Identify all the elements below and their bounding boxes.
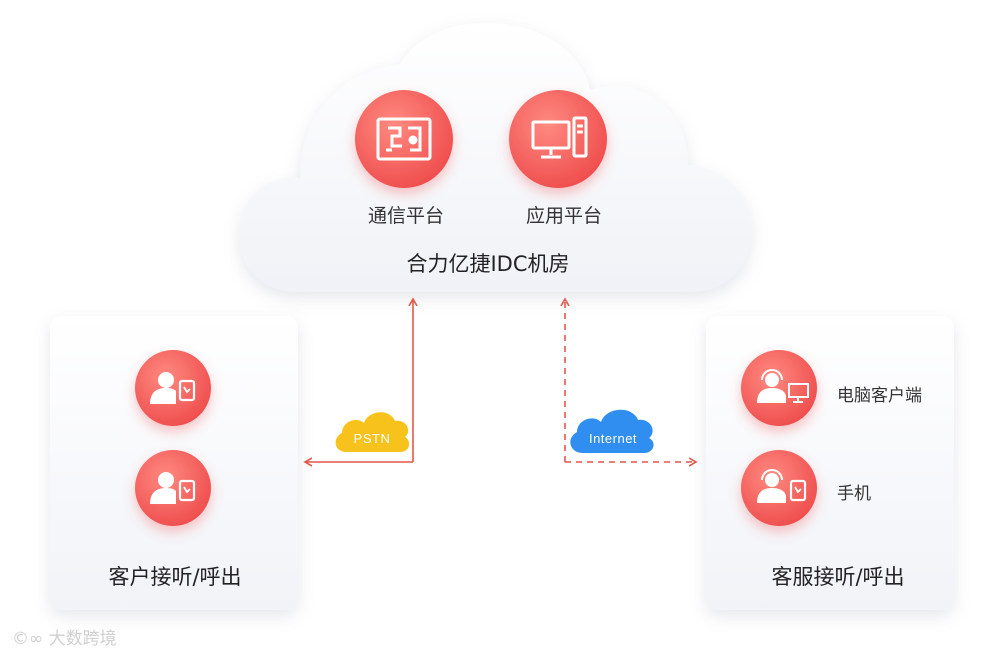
- customer-panel-title: 客户接听/呼出: [108, 565, 242, 589]
- application-platform-node: [509, 90, 607, 188]
- idc-cloud-title: 合力亿捷IDC机房: [406, 252, 570, 276]
- computer-client-label: 电脑客户端: [837, 386, 922, 406]
- watermark-text: 大数跨境: [48, 629, 117, 649]
- internet-connector: [565, 300, 695, 462]
- circuit-board-icon: [376, 117, 432, 161]
- internet-cloud: [570, 409, 654, 453]
- pstn-cloud: [335, 412, 410, 452]
- communication-platform-label: 通信平台: [367, 205, 445, 227]
- internet-label: Internet: [588, 431, 638, 446]
- pstn-label: PSTN: [353, 431, 391, 446]
- idc-cloud: [239, 22, 752, 293]
- agent-computer-node: [741, 350, 817, 426]
- agent-panel-title: 客服接听/呼出: [771, 565, 905, 589]
- desktop-computer-icon: [531, 116, 588, 159]
- watermark-logo-icon: ©∞: [12, 629, 44, 649]
- customer-phone-icon: [150, 372, 196, 404]
- customer-phone-icon: [150, 472, 196, 504]
- agent-panel: [706, 316, 954, 610]
- watermark: ©∞ 大数跨境: [12, 624, 117, 649]
- communication-platform-node: [355, 90, 453, 188]
- mobile-label: 手机: [837, 484, 871, 504]
- customer-panel: [50, 316, 298, 610]
- customer-node-1: [135, 350, 211, 426]
- agent-phone-icon: [757, 469, 807, 503]
- customer-node-2: [135, 450, 211, 526]
- pstn-connector: [306, 300, 413, 462]
- agent-computer-icon: [757, 369, 809, 403]
- agent-phone-node: [741, 450, 817, 526]
- application-platform-label: 应用平台: [525, 205, 603, 227]
